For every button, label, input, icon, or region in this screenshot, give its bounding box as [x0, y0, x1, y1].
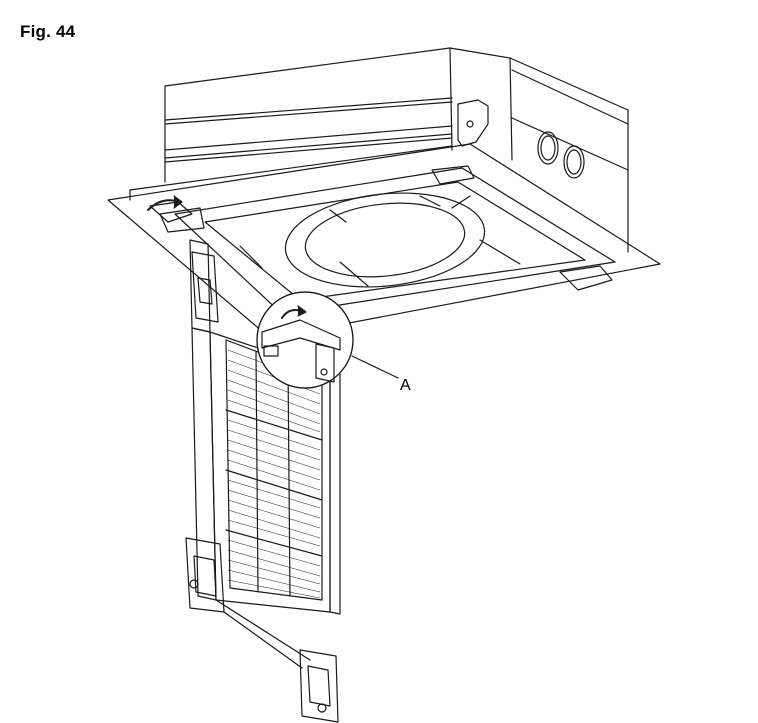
callout-leader	[351, 355, 399, 379]
unit-housing	[164, 47, 629, 253]
detail-callout-circles	[147, 195, 354, 389]
figure-title: Fig. 44	[20, 22, 76, 41]
decoration-panel-frame	[107, 143, 661, 339]
callout-label-a: A	[400, 377, 411, 394]
fan-opening	[284, 192, 486, 288]
